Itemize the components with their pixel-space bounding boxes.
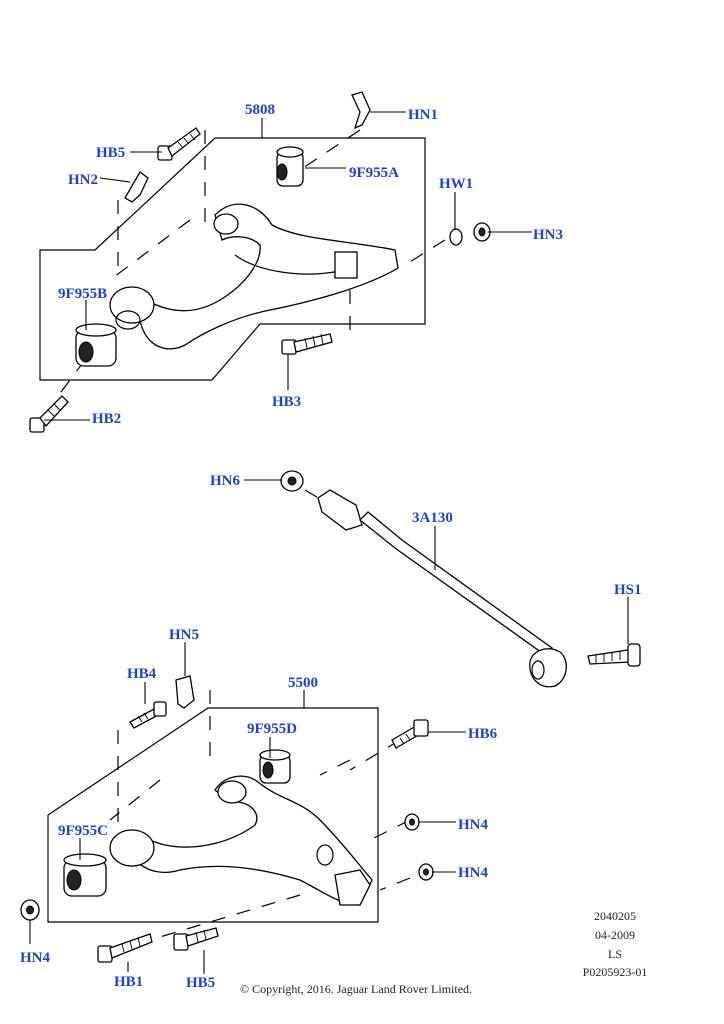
ref-line-3: LS: [608, 947, 622, 961]
track-rod-group: [280, 470, 641, 688]
label-9f955a: 9F955A: [349, 165, 399, 181]
upper-arm-group: [29, 91, 491, 433]
bushing-9f955b: [75, 323, 117, 367]
lower-control-arm: [119, 775, 373, 906]
track-rod-outer-eye: [529, 648, 567, 688]
bolt-hb2: [29, 395, 69, 433]
bolt-hs1: [587, 643, 641, 667]
label-hb5-upper: HB5: [96, 145, 125, 161]
washer-hw1: [449, 228, 463, 246]
upper-arm-eye-front-inner: [115, 310, 141, 330]
bolt-hb5-upper: [157, 127, 201, 161]
ref-line-2: 04-2009: [595, 928, 635, 942]
upper-arm-eye-front: [109, 286, 155, 324]
bushing-9f955c: [63, 853, 107, 897]
label-hn1: HN1: [408, 107, 438, 123]
bolt-hb6: [391, 719, 429, 749]
ref-line-4: P0205923-01: [583, 965, 648, 979]
lower-arm-dash-6: [369, 819, 411, 841]
label-hs1: HS1: [614, 582, 642, 598]
label-hn4-upper: HN4: [458, 817, 489, 833]
lower-arm-dash-5: [349, 739, 401, 771]
lower-arm-dash-8: [379, 877, 411, 891]
bolt-hb4: [129, 701, 167, 729]
track-rod-outer-eye-inner: [531, 660, 545, 680]
lower-arm-outline: [47, 707, 379, 923]
track-rod-inner-joint: [317, 489, 363, 531]
lower-arm-bracket: [334, 869, 371, 906]
callout-labels: 5808 HN1 HB5 9F955A HN2 HW1 HN3 9F955B H…: [20, 102, 642, 991]
nut-hn6: [280, 470, 304, 492]
upper-arm-dash-4: [299, 129, 361, 171]
leader-lines: [29, 111, 629, 974]
nut-hn4-right-upper: [404, 813, 420, 831]
label-5500: 5500: [288, 675, 318, 691]
bolt-hb5-lower: [173, 927, 219, 951]
label-hn6: HN6: [210, 473, 241, 489]
nut-hn3: [473, 222, 491, 242]
label-9f955b: 9F955B: [58, 286, 107, 302]
label-9f955d: 9F955D: [247, 721, 297, 737]
lower-arm-eye-front: [109, 829, 155, 867]
clip-hn1: [351, 91, 371, 130]
upper-arm-rib: [234, 254, 346, 275]
lower-arm-eye-rear: [217, 780, 247, 804]
lower-arm-knuckle: [316, 844, 334, 866]
label-hn4-lower: HN4: [458, 865, 489, 881]
upper-arm-dash-6: [404, 239, 446, 266]
bolt-hb3: [281, 333, 333, 355]
label-5808: 5808: [245, 102, 275, 118]
label-hb4: HB4: [127, 666, 157, 682]
label-hn4-left: HN4: [20, 950, 51, 966]
bolt-hb1: [97, 933, 153, 963]
label-hn2: HN2: [68, 172, 98, 188]
upper-arm-dash-3: [109, 219, 191, 281]
upper-arm-bracket: [334, 251, 358, 279]
lower-arm-dash-4: [319, 759, 351, 776]
upper-control-arm: [139, 203, 399, 350]
lower-arm-dash-3: [109, 779, 161, 821]
label-9f955c: 9F955C: [58, 823, 108, 839]
label-hn5: HN5: [169, 627, 199, 643]
nut-hn4-left: [20, 899, 40, 921]
label-3a130: 3A130: [412, 510, 453, 526]
reference-block: 2040205 04-2009 LS P0205923-01: [583, 909, 648, 979]
upper-arm-outline: [39, 137, 426, 381]
track-rod-shaft: [359, 511, 554, 656]
bushing-9f955a: [276, 146, 304, 187]
upper-arm-eye-rear: [213, 213, 239, 235]
nut-hn4-right-lower: [418, 863, 434, 881]
bushing-9f955d: [259, 749, 291, 784]
track-rod-dash: [304, 489, 323, 501]
label-hb6: HB6: [468, 726, 498, 742]
label-hb5-lower: HB5: [186, 975, 215, 991]
ref-line-1: 2040205: [594, 909, 636, 923]
upper-arm-dash-7: [54, 359, 86, 401]
lower-arm-dash-7: [149, 894, 301, 941]
clip-hn2: [124, 171, 149, 203]
label-hb2: HB2: [92, 411, 121, 427]
label-hb3: HB3: [272, 394, 301, 410]
lower-arm-group: [20, 675, 434, 963]
label-hw1: HW1: [439, 176, 473, 192]
copyright-notice: © Copyright, 2016. Jaguar Land Rover Lim…: [240, 982, 472, 996]
label-hn3: HN3: [533, 227, 563, 243]
clip-hn5: [175, 675, 195, 709]
label-hb1: HB1: [114, 974, 143, 990]
